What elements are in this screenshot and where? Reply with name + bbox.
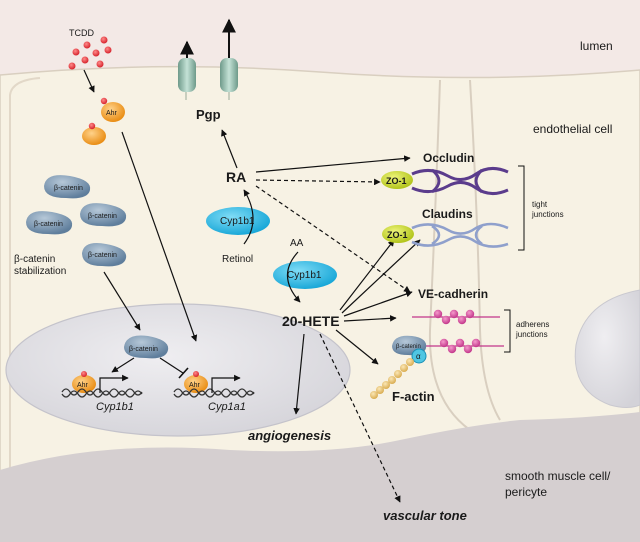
pgp-label: Pgp (196, 107, 221, 122)
aa-label: AA (290, 238, 304, 249)
svg-text:β-catenin: β-catenin (129, 346, 158, 353)
pgp-transporter (178, 58, 238, 100)
occludin-strands (411, 167, 509, 195)
zo1-lower-label: ZO-1 (387, 230, 408, 240)
smooth-muscle-label-line1: smooth muscle cell/ (505, 469, 611, 483)
smooth-muscle-label-line2: pericyte (505, 485, 547, 499)
tcdd-molecules (68, 36, 112, 70)
tight-junction-bracket (518, 165, 525, 251)
zo1-lower (382, 225, 414, 243)
endothelial-cell-label: endothelial cell (533, 122, 612, 136)
svg-text:β-catenin: β-catenin (88, 252, 117, 259)
zo1-upper (381, 171, 413, 189)
inhibition-bar (178, 367, 189, 379)
retinol-label: Retinol (222, 254, 253, 265)
svg-text:Ahr: Ahr (189, 382, 201, 389)
cyp1b1-enzyme-ra (206, 207, 270, 235)
ahr-tcdd-complex: Ahr (100, 97, 125, 122)
bcat-inhibits-cyp1a1 (159, 357, 184, 374)
hete-to-factin-arrow (335, 329, 379, 365)
dna-strand-cyp1a1 (173, 388, 255, 396)
tcdd-label: TCDD (69, 28, 94, 38)
ve-cadherin-label: VE-cadherin (418, 287, 488, 301)
hete-to-vascular-tone-dashed-arrow (319, 333, 401, 503)
hete-label: 20-HETE (282, 313, 340, 329)
hete-to-adherens-arrow (343, 315, 397, 322)
beta-catenin-1: β-catenin (44, 175, 91, 199)
beta-catenin-stabilization-line2: stabilization (14, 266, 66, 277)
bcat-to-cyp1b1-arrow (111, 357, 135, 373)
hete-to-angiogenesis-arrow (293, 333, 305, 415)
f-actin-label: F-actin (392, 389, 435, 404)
vascular-tone-label: vascular tone (383, 508, 467, 523)
intercellular-boundary (428, 79, 471, 431)
f-actin-filament (370, 358, 414, 399)
beta-catenin-3: β-catenin (80, 203, 127, 227)
tight-junctions-label-line1: tight (532, 200, 548, 209)
ra-to-pgp-arrow (221, 129, 238, 169)
ra-to-vecadherin-dashed-arrow (255, 185, 411, 293)
hete-to-zo1-arrow (339, 239, 395, 311)
aa-to-hete-arrow (286, 251, 301, 303)
cell-membrane-left (9, 77, 41, 542)
gene-cyp1b1: Cyp1b1 (96, 401, 134, 413)
beta-catenin-nuclear: β-catenin (124, 335, 169, 359)
ahr-to-nucleus-arrow (121, 131, 198, 342)
angiogenesis-label: angiogenesis (248, 428, 331, 443)
tight-junctions-label-line2: junctions (531, 210, 564, 219)
gene-cyp1a1: Cyp1a1 (208, 401, 246, 413)
occludin-label: Occludin (423, 151, 474, 165)
hete-to-claudins-arrow (341, 239, 421, 314)
svg-text:β-catenin: β-catenin (396, 344, 421, 350)
adherens-junctions-label-line1: adherens (516, 320, 549, 329)
claudins-label: Claudins (422, 207, 473, 221)
alpha-catenin (411, 348, 427, 364)
svg-text:β-catenin: β-catenin (34, 221, 63, 228)
hete-to-vecadherin-arrow (343, 290, 413, 317)
lumen-label: lumen (580, 39, 613, 53)
dna-strand-cyp1b1 (61, 388, 143, 396)
svg-text:β-catenin: β-catenin (88, 213, 117, 220)
ahr-label: Ahr (106, 110, 118, 117)
svg-text:Ahr: Ahr (77, 382, 89, 389)
beta-catenin-stabilization-line1: β-catenin (14, 254, 55, 265)
ra-to-occludin-arrow (255, 155, 411, 173)
dna-strand-cyp1a1-b (173, 390, 255, 398)
svg-text:β-catenin: β-catenin (54, 185, 83, 192)
ra-label: RA (226, 169, 246, 185)
neighbour-cell-membrane (469, 79, 501, 421)
ahr-dna-cyp1a1: Ahr (184, 371, 208, 393)
adherens-junctions-label-line2: junctions (515, 330, 548, 339)
ve-cadherin-lower (416, 338, 504, 354)
smooth-muscle-region (0, 412, 640, 542)
retinol-to-ra-arrow (243, 189, 254, 245)
alpha-catenin-label: α (416, 352, 421, 361)
neighbour-nucleus (574, 289, 640, 408)
transcription-arrow-cyp1a1 (211, 374, 241, 393)
ve-cadherin-upper (412, 309, 500, 325)
cyp1b1-label-ra: Cyp1b1 (220, 216, 255, 227)
cyp1b1-label-hete: Cyp1b1 (287, 270, 322, 281)
dna-strand-cyp1b1-b (61, 390, 143, 398)
ahr-dna-cyp1b1: Ahr (72, 371, 96, 393)
zo1-upper-label: ZO-1 (386, 176, 407, 186)
beta-catenin-4: β-catenin (82, 243, 127, 267)
ahr-unbound (82, 122, 106, 145)
claudin-strands (411, 222, 509, 248)
transcription-arrow-cyp1b1 (99, 374, 129, 393)
stabilization-arrow (103, 271, 141, 331)
tcdd-arrow (83, 69, 95, 93)
beta-catenin-2: β-catenin (26, 211, 73, 235)
adherens-junction-bracket (504, 309, 511, 353)
